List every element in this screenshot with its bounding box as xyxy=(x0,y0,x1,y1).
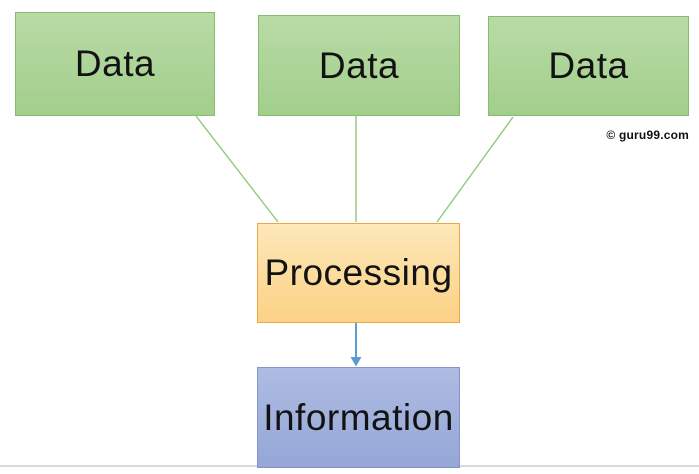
arrow-down-icon xyxy=(350,357,362,367)
node-data-1-label: Data xyxy=(74,43,156,84)
connector-data3-processing xyxy=(436,116,514,223)
node-information: Information xyxy=(257,367,460,468)
connector-data1-processing xyxy=(195,115,279,223)
node-data-1: Data xyxy=(15,12,215,116)
watermark: © guru99.com xyxy=(606,128,689,142)
node-processing: Processing xyxy=(257,223,460,323)
node-data-3: Data xyxy=(488,16,689,116)
node-data-3-label: Data xyxy=(548,45,629,86)
node-information-label: Information xyxy=(263,396,454,438)
node-data-2-label: Data xyxy=(318,44,400,86)
node-processing-label: Processing xyxy=(264,252,453,293)
node-data-2: Data xyxy=(258,15,460,116)
